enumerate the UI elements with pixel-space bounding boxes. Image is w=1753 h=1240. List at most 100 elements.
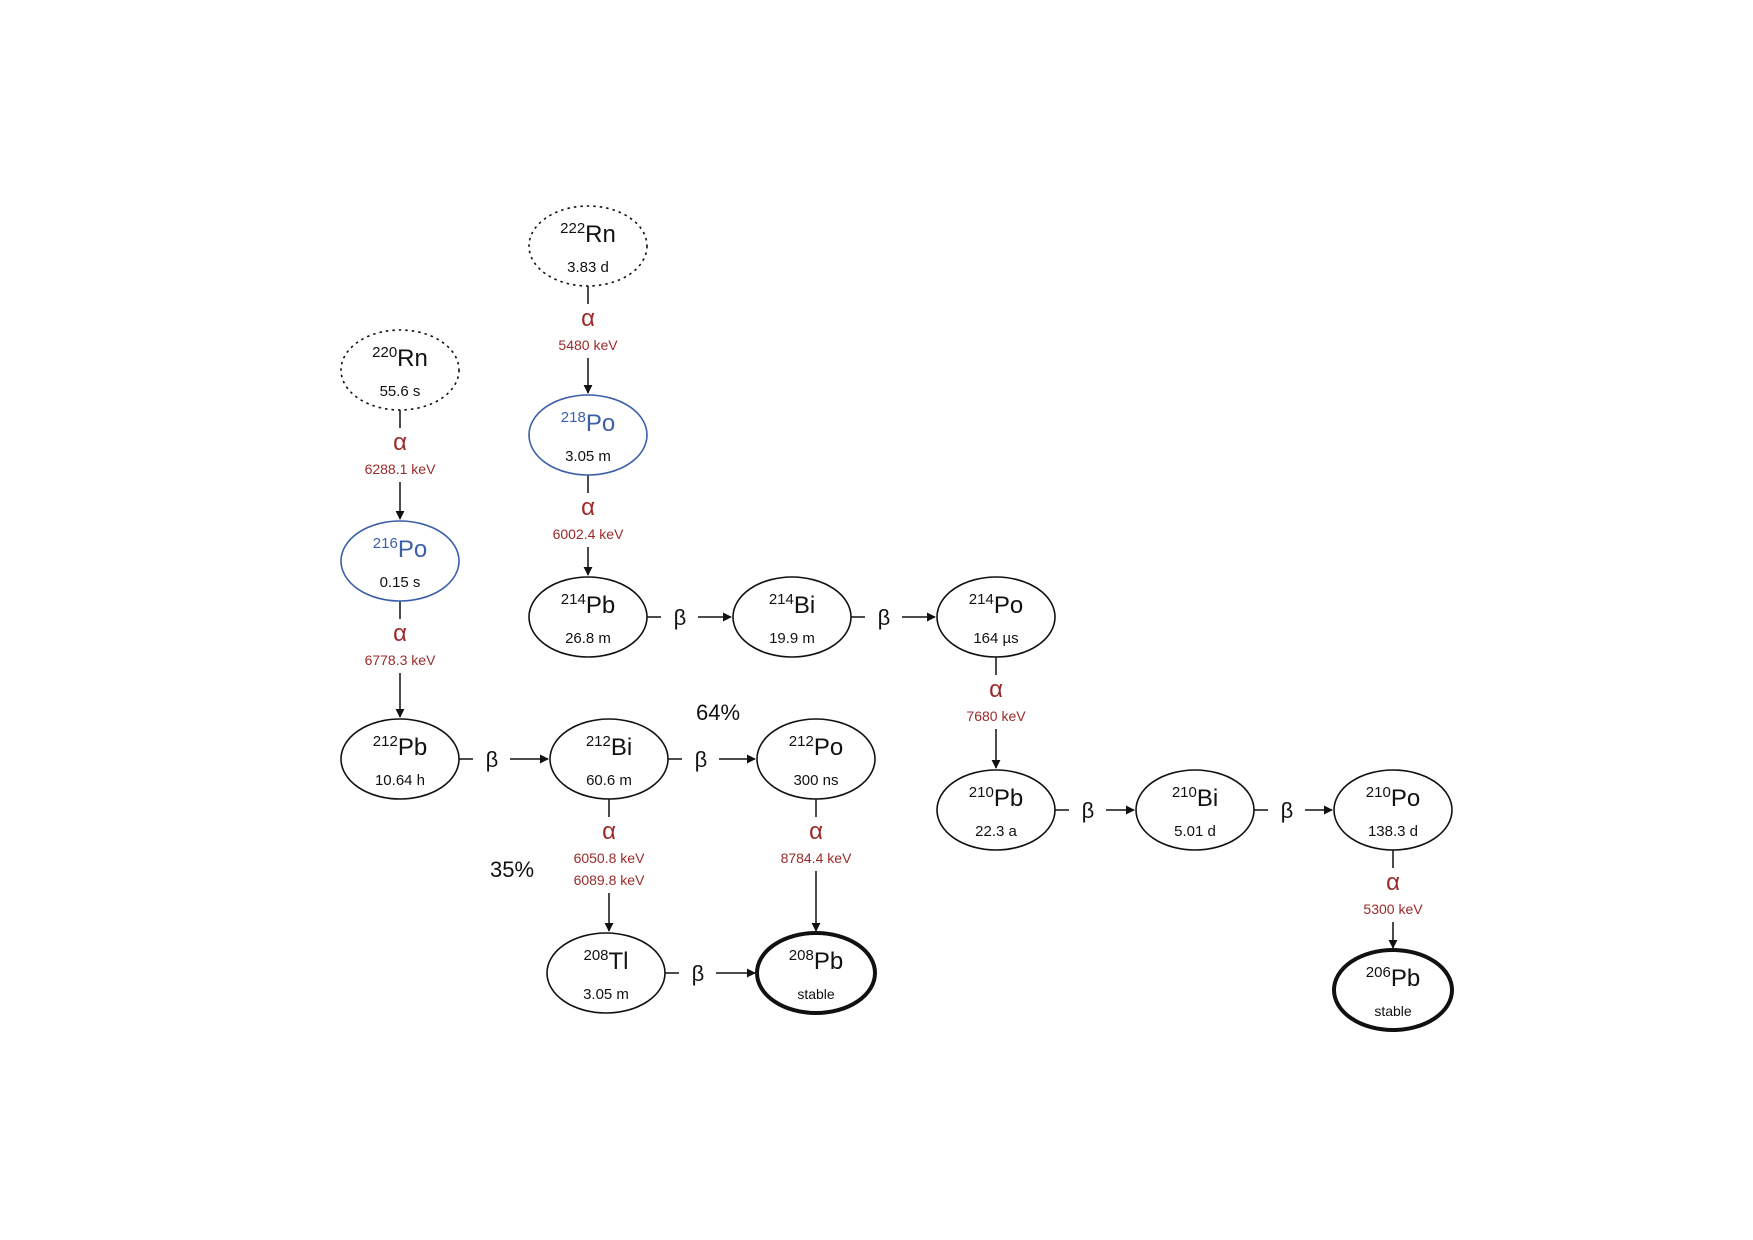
element-symbol: Pb [586,592,615,619]
decay-energy: 6050.8 keV [574,850,645,866]
nuclide-label: 214Pb [561,591,615,619]
alpha-symbol: α [1386,869,1400,896]
alpha-symbol: α [809,818,823,845]
nuclide-ellipse [528,576,648,658]
mass-number: 212 [789,733,814,750]
nuclide-label: 214Po [969,591,1023,619]
nuclide-pb212: 212Pb 10.64 h [340,718,460,800]
element-symbol: Po [398,536,427,563]
element-symbol: Pb [398,734,427,761]
nuclide-label: 210Pb [969,784,1023,812]
nuclide-label: 212Pb [373,733,427,761]
nuclide-label: 222Rn [560,220,616,248]
alpha-symbol: α [989,676,1003,703]
mass-number: 222 [560,220,585,237]
decay-bi212-po212: β [668,747,756,772]
half-life: stable [1374,1003,1412,1019]
decay-energy: 8784.4 keV [781,850,852,866]
nuclide-bi212: 212Bi 60.6 m [549,718,669,800]
element-symbol: Rn [397,345,428,372]
decay-energy: 6089.8 keV [574,872,645,888]
element-symbol: Pb [814,948,843,975]
alpha-symbol: α [581,494,595,521]
nuclide-ellipse [340,520,460,602]
mass-number: 216 [373,535,398,552]
decay-po214-pb210: α 7680 keV [966,657,1026,769]
nuclide-ellipse [755,931,877,1015]
mass-number: 212 [373,733,398,750]
beta-symbol: β [486,747,499,772]
nuclide-ellipse [340,718,460,800]
half-life: 0.15 s [380,574,421,591]
mass-number: 212 [586,733,611,750]
element-symbol: Po [586,410,615,437]
mass-number: 214 [561,591,586,608]
nuclide-label: 210Bi [1172,784,1218,812]
half-life: 3.83 d [567,259,609,276]
element-symbol: Pb [1391,965,1420,992]
nuclide-ellipse [936,576,1056,658]
half-life: 3.05 m [583,986,629,1003]
mass-number: 214 [769,591,794,608]
nuclide-ellipse [732,576,852,658]
element-symbol: Po [1391,785,1420,812]
nuclide-ellipse [756,718,876,800]
nuclide-label: 210Po [1366,784,1420,812]
element-symbol: Po [814,734,843,761]
nuclide-ellipse [936,769,1056,851]
mass-number: 210 [969,784,994,801]
half-life: 138.3 d [1368,823,1418,840]
decay-energy: 6778.3 keV [365,652,436,668]
nuclide-rn222: 222Rn 3.83 d [528,205,648,287]
nuclide-pb208: 208Pb stable [755,931,877,1015]
half-life: 10.64 h [375,772,425,789]
beta-symbol: β [1082,798,1095,823]
nuclide-label: 208Pb [789,947,843,975]
element-symbol: Bi [611,734,632,761]
half-life: 5.01 d [1174,823,1216,840]
nuclide-ellipse [1332,948,1454,1032]
nuclide-ellipse [528,205,648,287]
nuclide-pb206: 206Pb stable [1332,948,1454,1032]
decay-energy: 6002.4 keV [553,526,624,542]
decay-po216-pb212: α 6778.3 keV [365,601,436,718]
half-life: 19.9 m [769,630,815,647]
nuclide-label: 206Pb [1366,964,1420,992]
decay-pb214-bi214: β [647,605,732,630]
decay-pb212-bi212: β [459,747,549,772]
decay-bi210-po210: β [1254,798,1333,823]
mass-number: 210 [1172,784,1197,801]
element-symbol: Rn [585,221,616,248]
nuclide-label: 212Po [789,733,843,761]
nuclide-ellipse [549,718,669,800]
nuclide-bi214: 214Bi 19.9 m [732,576,852,658]
decay-energy: 5480 keV [558,337,618,353]
beta-symbol: β [692,961,705,986]
nuclide-po216: 216Po 0.15 s [340,520,460,602]
mass-number: 208 [583,947,608,964]
element-symbol: Bi [794,592,815,619]
nuclide-tl208: 208Tl 3.05 m [546,932,666,1014]
half-life: 55.6 s [380,383,421,400]
decay-energy: 7680 keV [966,708,1026,724]
mass-number: 214 [969,591,994,608]
nuclide-label: 214Bi [769,591,815,619]
element-symbol: Po [994,592,1023,619]
half-life: stable [797,986,835,1002]
alpha-symbol: α [393,620,407,647]
element-symbol: Tl [609,948,629,975]
half-life: 60.6 m [586,772,632,789]
nuclide-ellipse [340,329,460,411]
mass-number: 206 [1366,964,1391,981]
branch-labels: 64%35% [490,700,740,882]
beta-symbol: β [1281,798,1294,823]
